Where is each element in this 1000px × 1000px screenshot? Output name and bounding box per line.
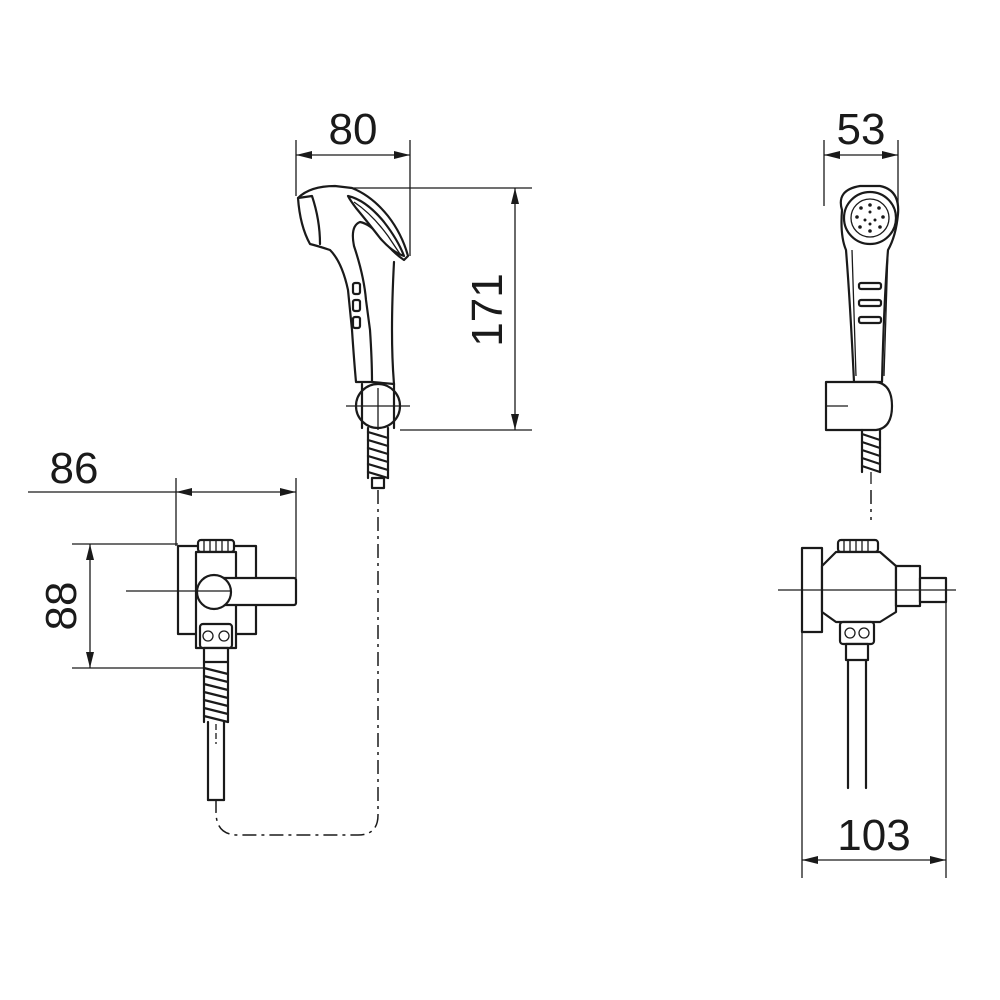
hose-spring xyxy=(366,426,390,490)
dim-valve-width: 86 xyxy=(28,444,297,578)
dim-label-88: 88 xyxy=(37,582,86,631)
side-hose-spring xyxy=(860,428,882,484)
handset-side-view xyxy=(824,184,900,520)
grip-marks xyxy=(351,281,362,330)
dim-label-53: 53 xyxy=(837,105,886,154)
spray-nozzles xyxy=(855,203,885,233)
valve-spring xyxy=(202,660,230,724)
dim-valve-depth: 103 xyxy=(801,602,947,878)
valve-side-view xyxy=(778,538,956,790)
handset-front-view xyxy=(296,184,410,490)
valve-front-view xyxy=(126,538,298,802)
dim-label-103: 103 xyxy=(837,811,910,860)
dim-valve-height: 88 xyxy=(37,543,204,669)
dim-label-171: 171 xyxy=(463,273,512,346)
dim-handset-depth: 53 xyxy=(823,105,899,206)
side-grip-marks xyxy=(857,281,883,325)
spray-face xyxy=(842,190,898,246)
dim-label-80: 80 xyxy=(329,105,378,154)
hose-path xyxy=(215,490,379,836)
dim-label-86: 86 xyxy=(50,444,99,493)
side-holder xyxy=(824,380,894,432)
dim-handset-width: 80 xyxy=(295,105,411,256)
dim-handset-height: 171 xyxy=(352,187,532,431)
